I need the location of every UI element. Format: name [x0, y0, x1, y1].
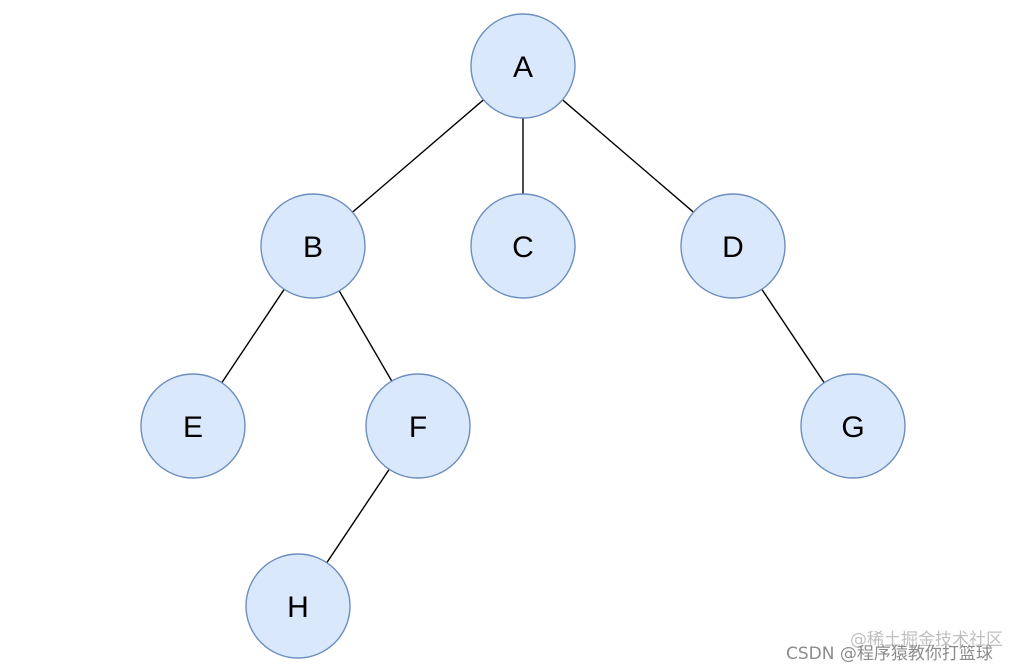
node-circle	[260, 193, 366, 299]
node-label: E	[183, 411, 203, 444]
node-label: F	[409, 411, 427, 444]
nodes-layer: A B C D E F G H	[140, 13, 906, 659]
edge-b-f	[338, 290, 393, 382]
edge-a-d	[562, 99, 694, 213]
node-h: H	[245, 553, 351, 659]
node-circle	[800, 373, 906, 479]
node-circle	[365, 373, 471, 479]
edge-a-b	[352, 99, 484, 213]
node-circle	[470, 193, 576, 299]
edge-f-h	[326, 468, 390, 564]
node-label: A	[513, 51, 533, 84]
node-label: C	[512, 231, 534, 264]
edge-b-e	[221, 288, 285, 384]
node-label: B	[303, 231, 323, 264]
node-circle	[470, 13, 576, 119]
node-e: E	[140, 373, 246, 479]
node-circle	[140, 373, 246, 479]
node-c: C	[470, 193, 576, 299]
node-f: F	[365, 373, 471, 479]
watermark-secondary: @稀土掘金技术社区	[850, 630, 1003, 650]
watermark-primary: CSDN @程序猿教你打篮球	[786, 644, 993, 664]
node-d: D	[680, 193, 786, 299]
node-label: G	[841, 411, 864, 444]
edges-layer	[221, 99, 825, 564]
node-circle	[245, 553, 351, 659]
node-a: A	[470, 13, 576, 119]
node-b: B	[260, 193, 366, 299]
edge-d-g	[761, 288, 825, 384]
node-circle	[680, 193, 786, 299]
node-label: D	[722, 231, 744, 264]
node-g: G	[800, 373, 906, 479]
node-label: H	[287, 591, 309, 624]
